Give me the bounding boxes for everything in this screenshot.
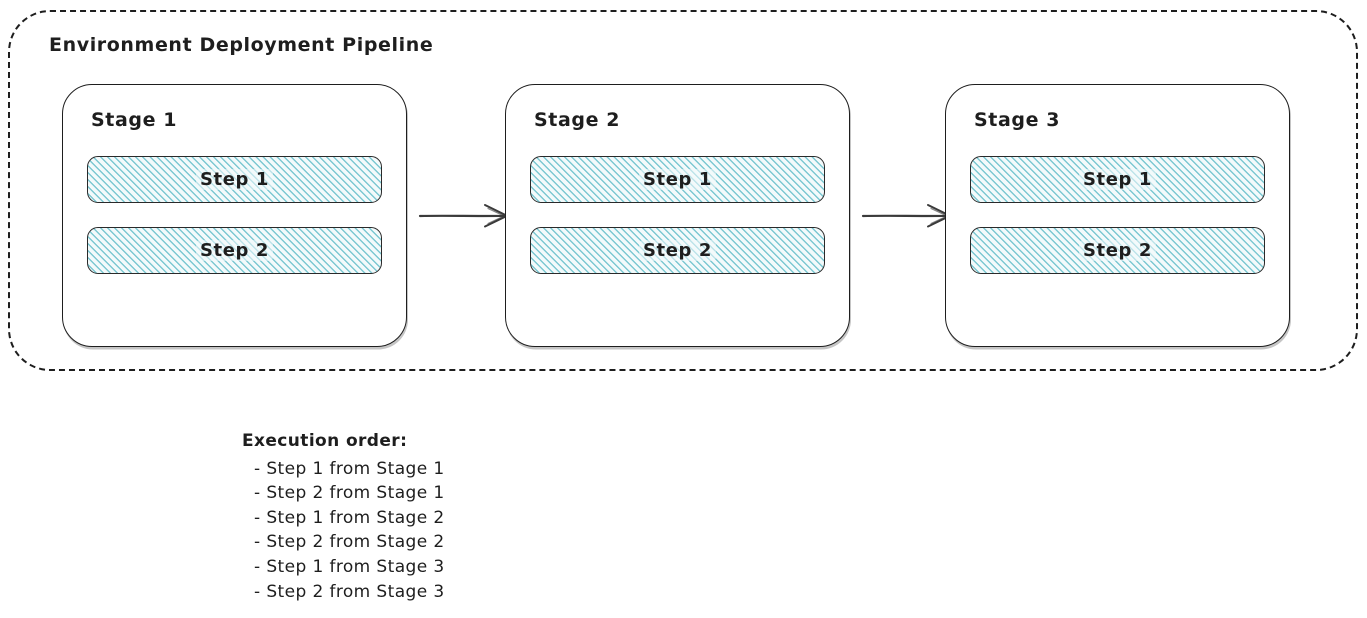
execution-order-item: - Step 1 from Stage 1 bbox=[254, 458, 445, 479]
stage-2-box: Stage 2 Step 1 Step 2 bbox=[505, 84, 850, 347]
stage-1-label: Stage 1 bbox=[91, 109, 178, 131]
execution-order-heading: Execution order: bbox=[242, 431, 408, 451]
stage-2-label: Stage 2 bbox=[534, 109, 621, 131]
execution-order-item: - Step 2 from Stage 2 bbox=[254, 532, 445, 553]
stage-1-step-2-label: Step 2 bbox=[195, 240, 274, 261]
execution-order-item: - Step 2 from Stage 3 bbox=[254, 581, 445, 602]
stage-2-step-1: Step 1 bbox=[530, 156, 825, 203]
stage-1-step-2: Step 2 bbox=[87, 227, 382, 274]
stage-2-step-2: Step 2 bbox=[530, 227, 825, 274]
pipeline-container: Environment Deployment Pipeline Stage 1 … bbox=[8, 10, 1358, 371]
stage-2-step-1-label: Step 1 bbox=[638, 169, 717, 190]
stage-3-step-2: Step 2 bbox=[970, 227, 1265, 274]
arrow-right-icon bbox=[418, 204, 508, 228]
stage-3-step-1: Step 1 bbox=[970, 156, 1265, 203]
stage-3-box: Stage 3 Step 1 Step 2 bbox=[945, 84, 1290, 347]
execution-order-item: - Step 1 from Stage 2 bbox=[254, 507, 445, 528]
execution-order: Execution order: - Step 1 from Stage 1 -… bbox=[242, 429, 445, 604]
stage-3-label: Stage 3 bbox=[974, 109, 1061, 131]
stage-1-step-1-label: Step 1 bbox=[195, 169, 274, 190]
stage-3-step-1-label: Step 1 bbox=[1078, 169, 1157, 190]
stage-2-step-2-label: Step 2 bbox=[638, 240, 717, 261]
arrow-right-icon bbox=[861, 204, 951, 228]
execution-order-item: - Step 1 from Stage 3 bbox=[254, 556, 445, 577]
execution-order-item: - Step 2 from Stage 1 bbox=[254, 483, 445, 504]
stage-3-step-2-label: Step 2 bbox=[1078, 240, 1157, 261]
pipeline-title: Environment Deployment Pipeline bbox=[49, 34, 434, 56]
stage-1-box: Stage 1 Step 1 Step 2 bbox=[62, 84, 407, 347]
stage-1-step-1: Step 1 bbox=[87, 156, 382, 203]
